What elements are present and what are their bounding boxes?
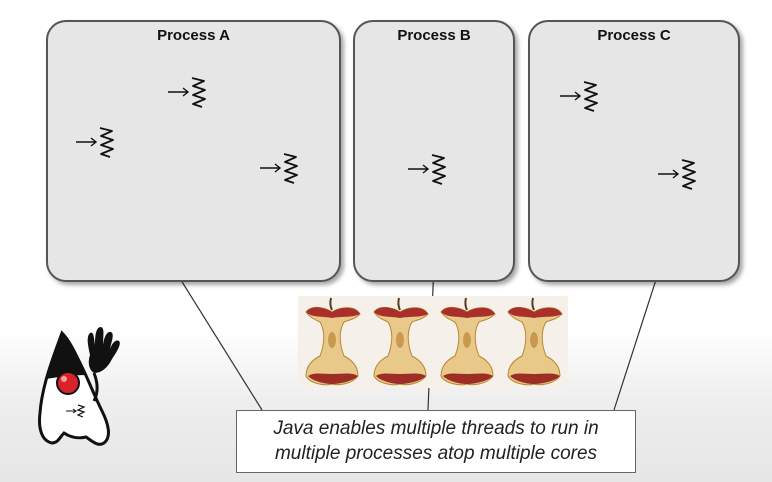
- thread-icon: [260, 153, 298, 184]
- thread-icon: [76, 127, 114, 158]
- caption-box: Java enables multiple threads to run in …: [236, 410, 636, 473]
- apple-core-icon: [433, 296, 501, 388]
- caption-line-1: Java enables multiple threads to run in: [273, 418, 599, 439]
- process-b-box: Process B: [353, 20, 515, 282]
- java-duke-mascot: [38, 327, 120, 446]
- process-a-box: Process A: [46, 20, 341, 282]
- thread-icon: [658, 159, 696, 190]
- process-c-title: Process C: [597, 27, 671, 44]
- caption-line-2: multiple processes atop multiple cores: [274, 443, 598, 464]
- apple-core-icon: [500, 296, 568, 388]
- thread-icon: [560, 81, 598, 112]
- duke-hand: [87, 327, 120, 373]
- process-a-title: Process A: [157, 27, 230, 44]
- duke-head: [46, 333, 86, 379]
- thread-icon: [168, 77, 206, 108]
- duke-nose: [56, 371, 80, 395]
- apple-core-icon: [366, 296, 434, 388]
- apple-core-icon: [298, 296, 366, 388]
- process-c-box: Process C: [528, 20, 740, 282]
- thread-icon: [408, 154, 446, 185]
- process-b-title: Process B: [397, 27, 471, 44]
